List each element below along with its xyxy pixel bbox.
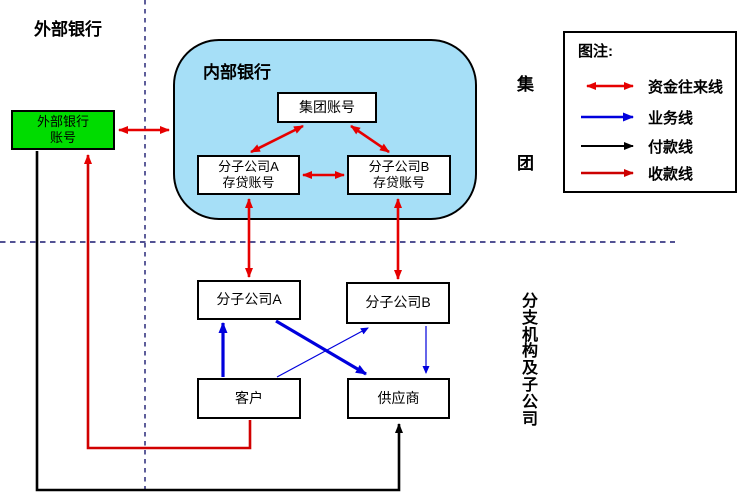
business-line-sub-a-to-supplier xyxy=(275,319,367,376)
supplier-node: 供应商 xyxy=(347,378,450,419)
business-line-customer-to-sub-b xyxy=(276,327,369,378)
sub-b-node: 分子公司B xyxy=(346,282,450,324)
legend-label-business: 业务线 xyxy=(648,109,694,127)
legend-item-payment: 付款线 xyxy=(578,139,693,156)
legend-item-fund-transfer: 资金往来线 xyxy=(578,79,723,96)
legend-label-payment: 付款线 xyxy=(648,138,694,156)
external-bank-section-label: 外部银行 xyxy=(34,20,102,39)
double-arrow-red-icon xyxy=(586,82,634,90)
customer-node: 客户 xyxy=(197,378,301,419)
supplier-label: 供应商 xyxy=(377,389,420,406)
legend-title: 图注: xyxy=(578,43,613,60)
group-account-label: 集团账号 xyxy=(299,98,355,115)
legend-item-collection: 收款线 xyxy=(578,166,693,183)
customer-label: 客户 xyxy=(235,389,263,406)
internal-bank-label: 内部银行 xyxy=(203,63,271,82)
arrow-blue-icon xyxy=(581,112,634,122)
external-account-label-line2: 账号 xyxy=(49,130,76,145)
sub-a-node: 分子公司A xyxy=(197,280,301,320)
group-label-top: 集 xyxy=(517,75,534,94)
sub-b-account-node: 分子公司B 存贷账号 xyxy=(347,155,451,195)
arrow-black-icon xyxy=(581,142,634,150)
sub-a-label: 分子公司A xyxy=(216,291,282,308)
group-label-bottom: 团 xyxy=(517,154,534,173)
sub-b-account-label-line1: 分子公司B xyxy=(368,158,430,174)
legend-item-business: 业务线 xyxy=(578,110,693,127)
arrow-darkred-icon xyxy=(581,169,634,177)
sub-b-account-label-line2: 存贷账号 xyxy=(372,175,425,190)
branches-subsidiaries-label: 分支机构及子公司 xyxy=(521,293,538,428)
external-bank-account-node: 外部银行 账号 xyxy=(11,110,115,150)
group-account-node: 集团账号 xyxy=(277,92,377,123)
sub-b-label: 分子公司B xyxy=(365,294,431,311)
sub-a-account-label-line2: 存贷账号 xyxy=(222,175,275,190)
sub-a-account-node: 分子公司A 存贷账号 xyxy=(197,155,300,195)
external-account-label-line1: 外部银行 xyxy=(36,113,89,129)
legend-label-fund-transfer: 资金往来线 xyxy=(648,78,724,96)
sub-a-account-label-line1: 分子公司A xyxy=(218,158,279,174)
legend-label-collection: 收款线 xyxy=(648,165,694,183)
legend-box: 图注: 资金往来线 业务线 付款线 收款线 xyxy=(563,31,737,193)
